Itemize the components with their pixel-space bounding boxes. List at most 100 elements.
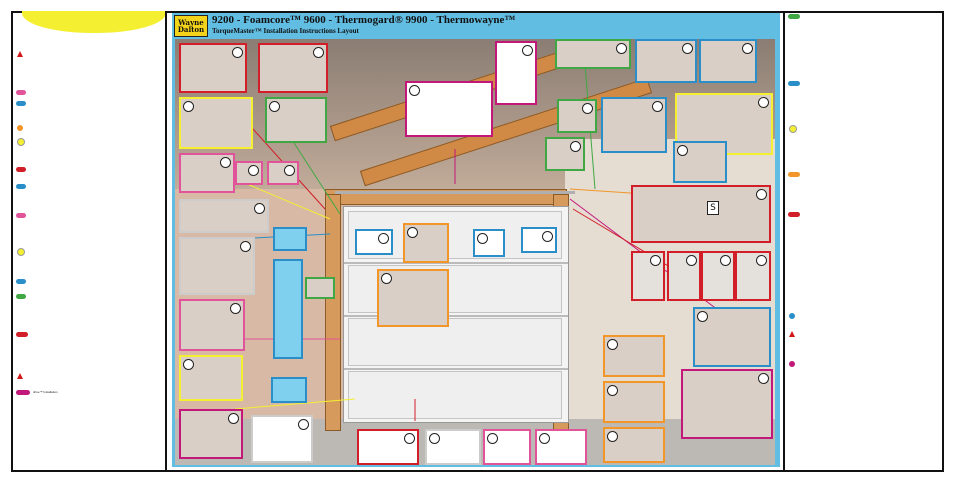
- left-legend-panel: drive™ Installation: [13, 13, 165, 469]
- legend-dot-yellow: [17, 138, 25, 146]
- legend-mark-blue-r: [788, 81, 800, 86]
- detail-number-icon: [269, 101, 280, 112]
- detail-box-17: [557, 99, 597, 133]
- detail-number-icon: [539, 433, 550, 444]
- detail-number-icon: [232, 47, 243, 58]
- detail-number-icon: [487, 433, 498, 444]
- detail-box-1: [179, 43, 247, 93]
- detail-box-38: [357, 429, 419, 465]
- detail-number-icon: [570, 141, 581, 152]
- detail-number-icon: [697, 311, 708, 322]
- detail-number-icon: [742, 43, 753, 54]
- detail-number-icon: [313, 47, 324, 58]
- detail-box-opener: [405, 81, 493, 137]
- strut-panel-3: [271, 377, 307, 403]
- diagram-header: Wayne Dalton 9200 - Foamcore™ 9600 - The…: [172, 13, 780, 37]
- detail-number-icon: [220, 157, 231, 168]
- detail-box-15: [495, 41, 537, 105]
- detail-box-23: [673, 141, 727, 183]
- detail-number-icon: [429, 433, 440, 444]
- torque-tube: [335, 191, 575, 194]
- detail-box-31: [701, 251, 735, 301]
- detail-box-10: [179, 299, 245, 351]
- legend-mark-orange-r: [788, 172, 800, 177]
- detail-number-icon: [616, 43, 627, 54]
- left-divider: [165, 11, 167, 471]
- detail-number-icon: [677, 145, 688, 156]
- strut-panel-2: [273, 259, 303, 359]
- brand-line-2: Dalton: [177, 25, 205, 34]
- detail-number-icon: [756, 189, 767, 200]
- detail-box-37: [681, 369, 773, 439]
- detail-number-icon: [758, 373, 769, 384]
- detail-number-icon: [477, 233, 488, 244]
- door-seam-2: [344, 315, 568, 317]
- detail-number-icon: [298, 419, 309, 430]
- legend-dot-orange: [17, 125, 23, 131]
- detail-box-24: [355, 229, 393, 255]
- spring-sign: S: [707, 201, 719, 215]
- warning-icon-r: [789, 331, 795, 337]
- detail-number-icon: [381, 273, 392, 284]
- detail-number-icon: [720, 255, 731, 266]
- detail-number-icon: [682, 43, 693, 54]
- legend-mark-red-r: [788, 212, 800, 217]
- detail-number-icon: [542, 231, 553, 242]
- detail-box-25: [403, 223, 449, 263]
- detail-box-spring: S: [631, 185, 771, 243]
- detail-number-icon: [407, 227, 418, 238]
- header-tab: [22, 11, 166, 33]
- detail-number-icon: [582, 103, 593, 114]
- door-section-4: [348, 371, 562, 419]
- detail-number-icon: [607, 385, 618, 396]
- legend-mark-red-2: [16, 332, 28, 337]
- detail-number-icon: [240, 241, 251, 252]
- detail-box-9: [179, 237, 255, 295]
- detail-number-icon: [652, 101, 663, 112]
- detail-box-19: [635, 39, 697, 83]
- legend-mark-blue-3: [16, 279, 26, 284]
- garage-scene: S: [175, 39, 775, 465]
- detail-box-32: [735, 251, 771, 301]
- detail-box-30: [667, 251, 701, 301]
- detail-box-26: [473, 229, 505, 257]
- detail-box-3: [179, 97, 253, 149]
- legend-mark-red: [16, 167, 26, 172]
- detail-number-icon: [378, 233, 389, 244]
- strut-panel-1: [273, 227, 307, 251]
- detail-number-icon: [228, 413, 239, 424]
- detail-box-41: [535, 429, 587, 465]
- detail-box-28: [377, 269, 449, 327]
- detail-box-35: [603, 381, 665, 423]
- detail-box-16: [555, 39, 631, 69]
- detail-box-11: [179, 355, 243, 401]
- door-seam-3: [344, 368, 568, 370]
- detail-number-icon: [409, 85, 420, 96]
- legend-mark-pink-2: [16, 213, 26, 218]
- legend-mark-blue-2: [16, 184, 26, 189]
- right-legend-panel: [785, 13, 939, 469]
- detail-box-39: [425, 429, 481, 465]
- left-jamb: [325, 194, 341, 431]
- legend-mark-green: [16, 294, 26, 299]
- detail-box-4: [265, 97, 327, 143]
- legend-dot-magenta-r: [789, 361, 795, 367]
- detail-number-icon: [650, 255, 661, 266]
- detail-number-icon: [607, 431, 618, 442]
- detail-number-icon: [607, 339, 618, 350]
- detail-number-icon: [756, 255, 767, 266]
- detail-box-12: [179, 409, 243, 459]
- detail-number-icon: [254, 203, 265, 214]
- detail-box-2: [258, 43, 328, 93]
- legend-dot-yellow-2: [17, 248, 25, 256]
- legend-mark-blue: [16, 101, 26, 106]
- detail-box-21: [601, 97, 667, 153]
- detail-box-6: [235, 161, 263, 185]
- page-title: 9200 - Foamcore™ 9600 - Thermogard® 9900…: [212, 14, 516, 26]
- right-divider: [783, 11, 785, 471]
- page-subtitle: TorqueMaster™ Installation Instructions …: [212, 27, 359, 35]
- detail-box-36: [603, 427, 665, 463]
- detail-box-40: [483, 429, 531, 465]
- detail-box-5: [179, 153, 235, 193]
- door-seam: [344, 262, 568, 264]
